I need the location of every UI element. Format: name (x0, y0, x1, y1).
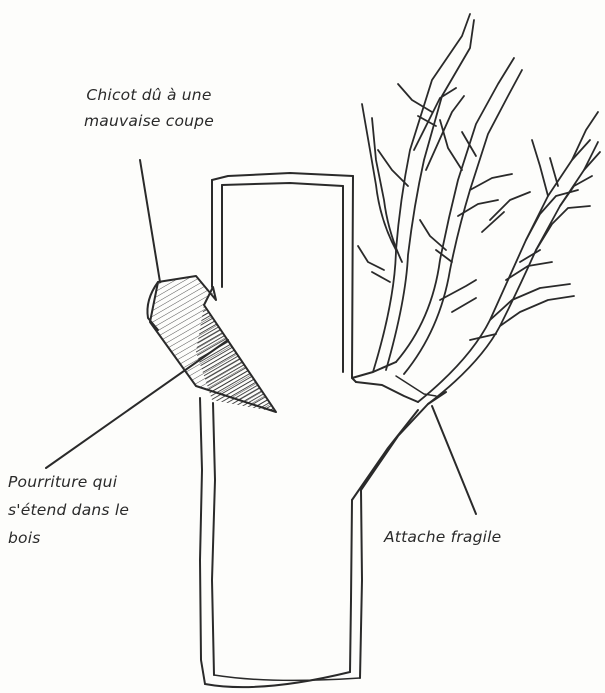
label-stub-line-2: mauvaise coupe (84, 108, 214, 134)
label-rot-line-3: bois (8, 524, 129, 552)
label-stub: Chicot dû à une mauvaise coupe (84, 82, 214, 134)
trunk (200, 173, 362, 687)
leader-lines (46, 160, 476, 514)
branch-stub (147, 276, 276, 412)
fragile-attachment (352, 362, 446, 500)
label-rot-line-2: s'étend dans le (8, 496, 129, 524)
label-stub-line-1: Chicot dû à une (84, 82, 214, 108)
label-attachment: Attache fragile (384, 524, 501, 550)
leader-line-attachment (432, 406, 476, 514)
label-rot-line-1: Pourriture qui (8, 468, 129, 496)
leader-line-stub (140, 160, 160, 282)
label-rot: Pourriture qui s'étend dans le bois (8, 468, 129, 552)
branches (358, 14, 600, 404)
label-attachment-line-1: Attache fragile (384, 524, 501, 550)
